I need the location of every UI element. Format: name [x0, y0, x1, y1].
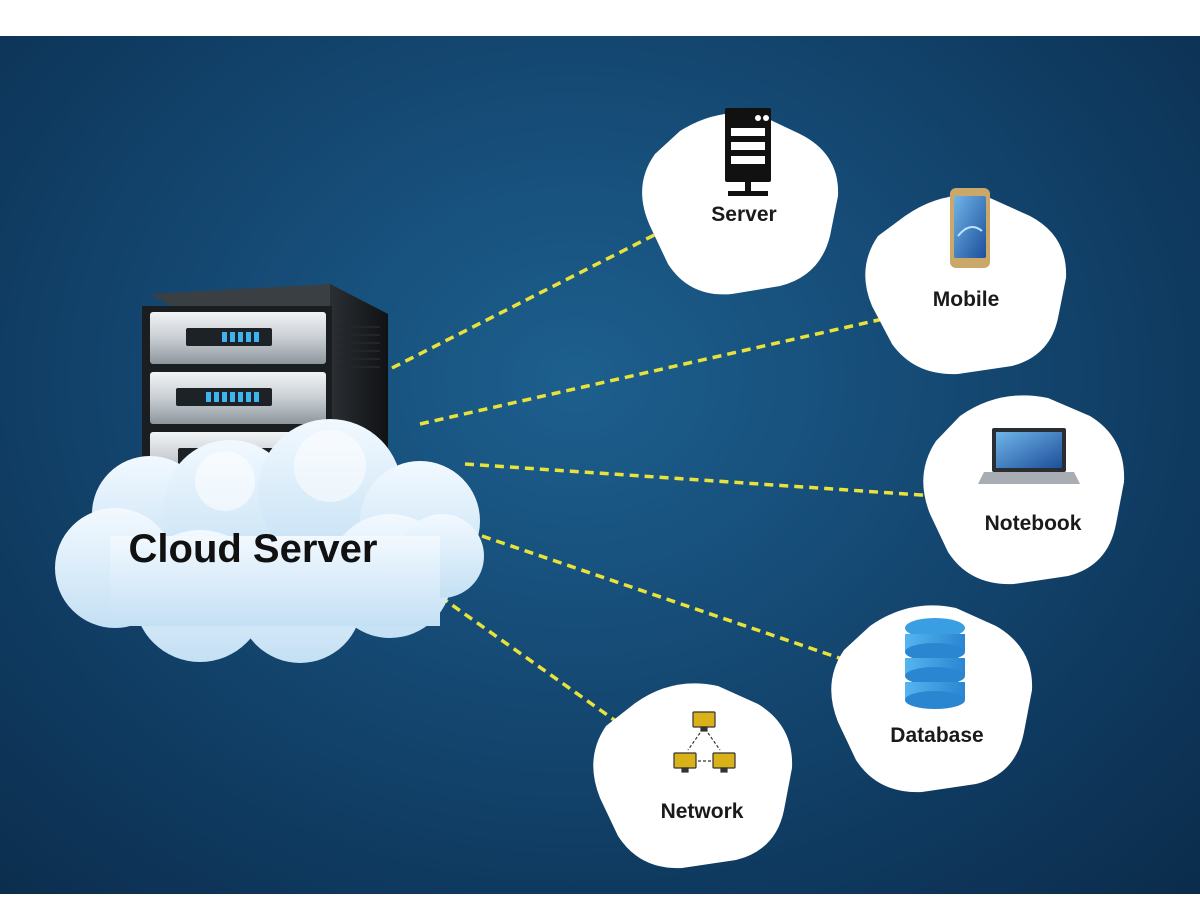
node-database-label: Database	[890, 724, 983, 747]
node-database: Database	[831, 605, 1033, 793]
node-network-bg	[593, 683, 793, 869]
network-icon	[673, 711, 736, 773]
mobile-phone-icon	[950, 188, 990, 268]
connectors	[391, 224, 937, 726]
cloud-server-label: Cloud Server	[129, 527, 378, 571]
node-notebook-label: Notebook	[985, 512, 1082, 535]
diagram-panel: Cloud Server Server	[0, 36, 1200, 894]
node-network: Network	[593, 683, 793, 869]
node-server: Server	[642, 108, 839, 295]
cloud-shape	[55, 419, 484, 663]
node-server-label: Server	[711, 203, 776, 226]
connector-mobile	[419, 314, 897, 426]
node-server-bg	[642, 113, 839, 295]
node-mobile-label: Mobile	[933, 288, 1000, 311]
node-mobile: Mobile	[865, 188, 1067, 375]
node-network-label: Network	[661, 800, 744, 823]
connector-database	[481, 534, 849, 663]
node-notebook: Notebook	[923, 395, 1125, 585]
connector-network	[426, 586, 622, 726]
connector-notebook	[464, 462, 937, 498]
node-mobile-bg	[865, 195, 1067, 375]
server-tower-icon	[725, 108, 771, 196]
node-notebook-bg	[923, 395, 1125, 585]
connector-server	[391, 224, 673, 370]
laptop-icon	[978, 428, 1080, 484]
database-icon	[905, 618, 965, 709]
